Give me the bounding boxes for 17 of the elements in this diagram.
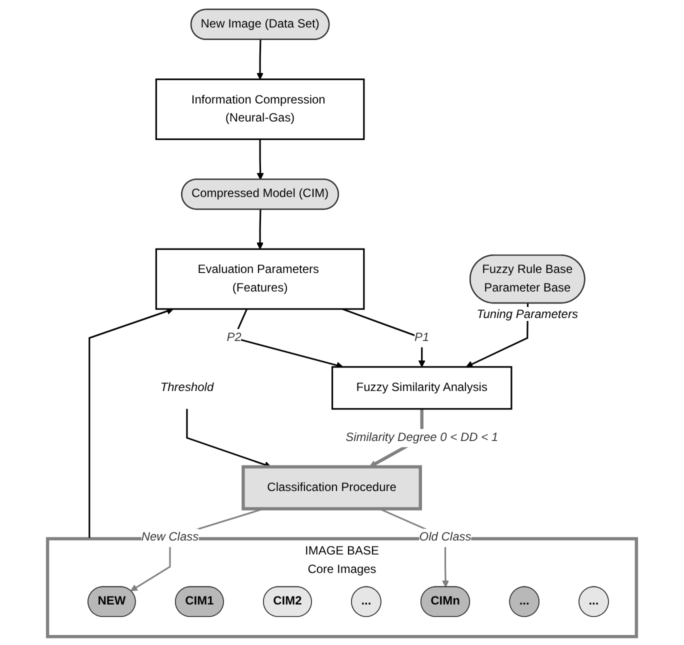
- node-box: Evaluation Parameters (Features): [155, 248, 365, 310]
- node-caption: Tuning Parameters: [474, 306, 580, 321]
- arrow: [88, 307, 174, 538]
- node-text: Threshold: [160, 380, 214, 394]
- edge-label: P1: [414, 330, 430, 344]
- arrow: [256, 39, 264, 80]
- node-box: Information Compression (Neural-Gas): [155, 78, 365, 140]
- arrow: [186, 408, 272, 468]
- edge-label: Old Class: [419, 530, 472, 544]
- edge-label: P2: [226, 330, 242, 344]
- edge-label: Similarity Degree 0 < DD < 1: [346, 430, 498, 444]
- node-box: Fuzzy Similarity Analysis: [332, 366, 512, 410]
- arrow: [256, 138, 264, 180]
- arrow: [342, 308, 426, 367]
- node-box: Classification Procedure: [242, 464, 422, 510]
- arrow: [256, 209, 264, 249]
- edge-label: New Class: [141, 530, 199, 544]
